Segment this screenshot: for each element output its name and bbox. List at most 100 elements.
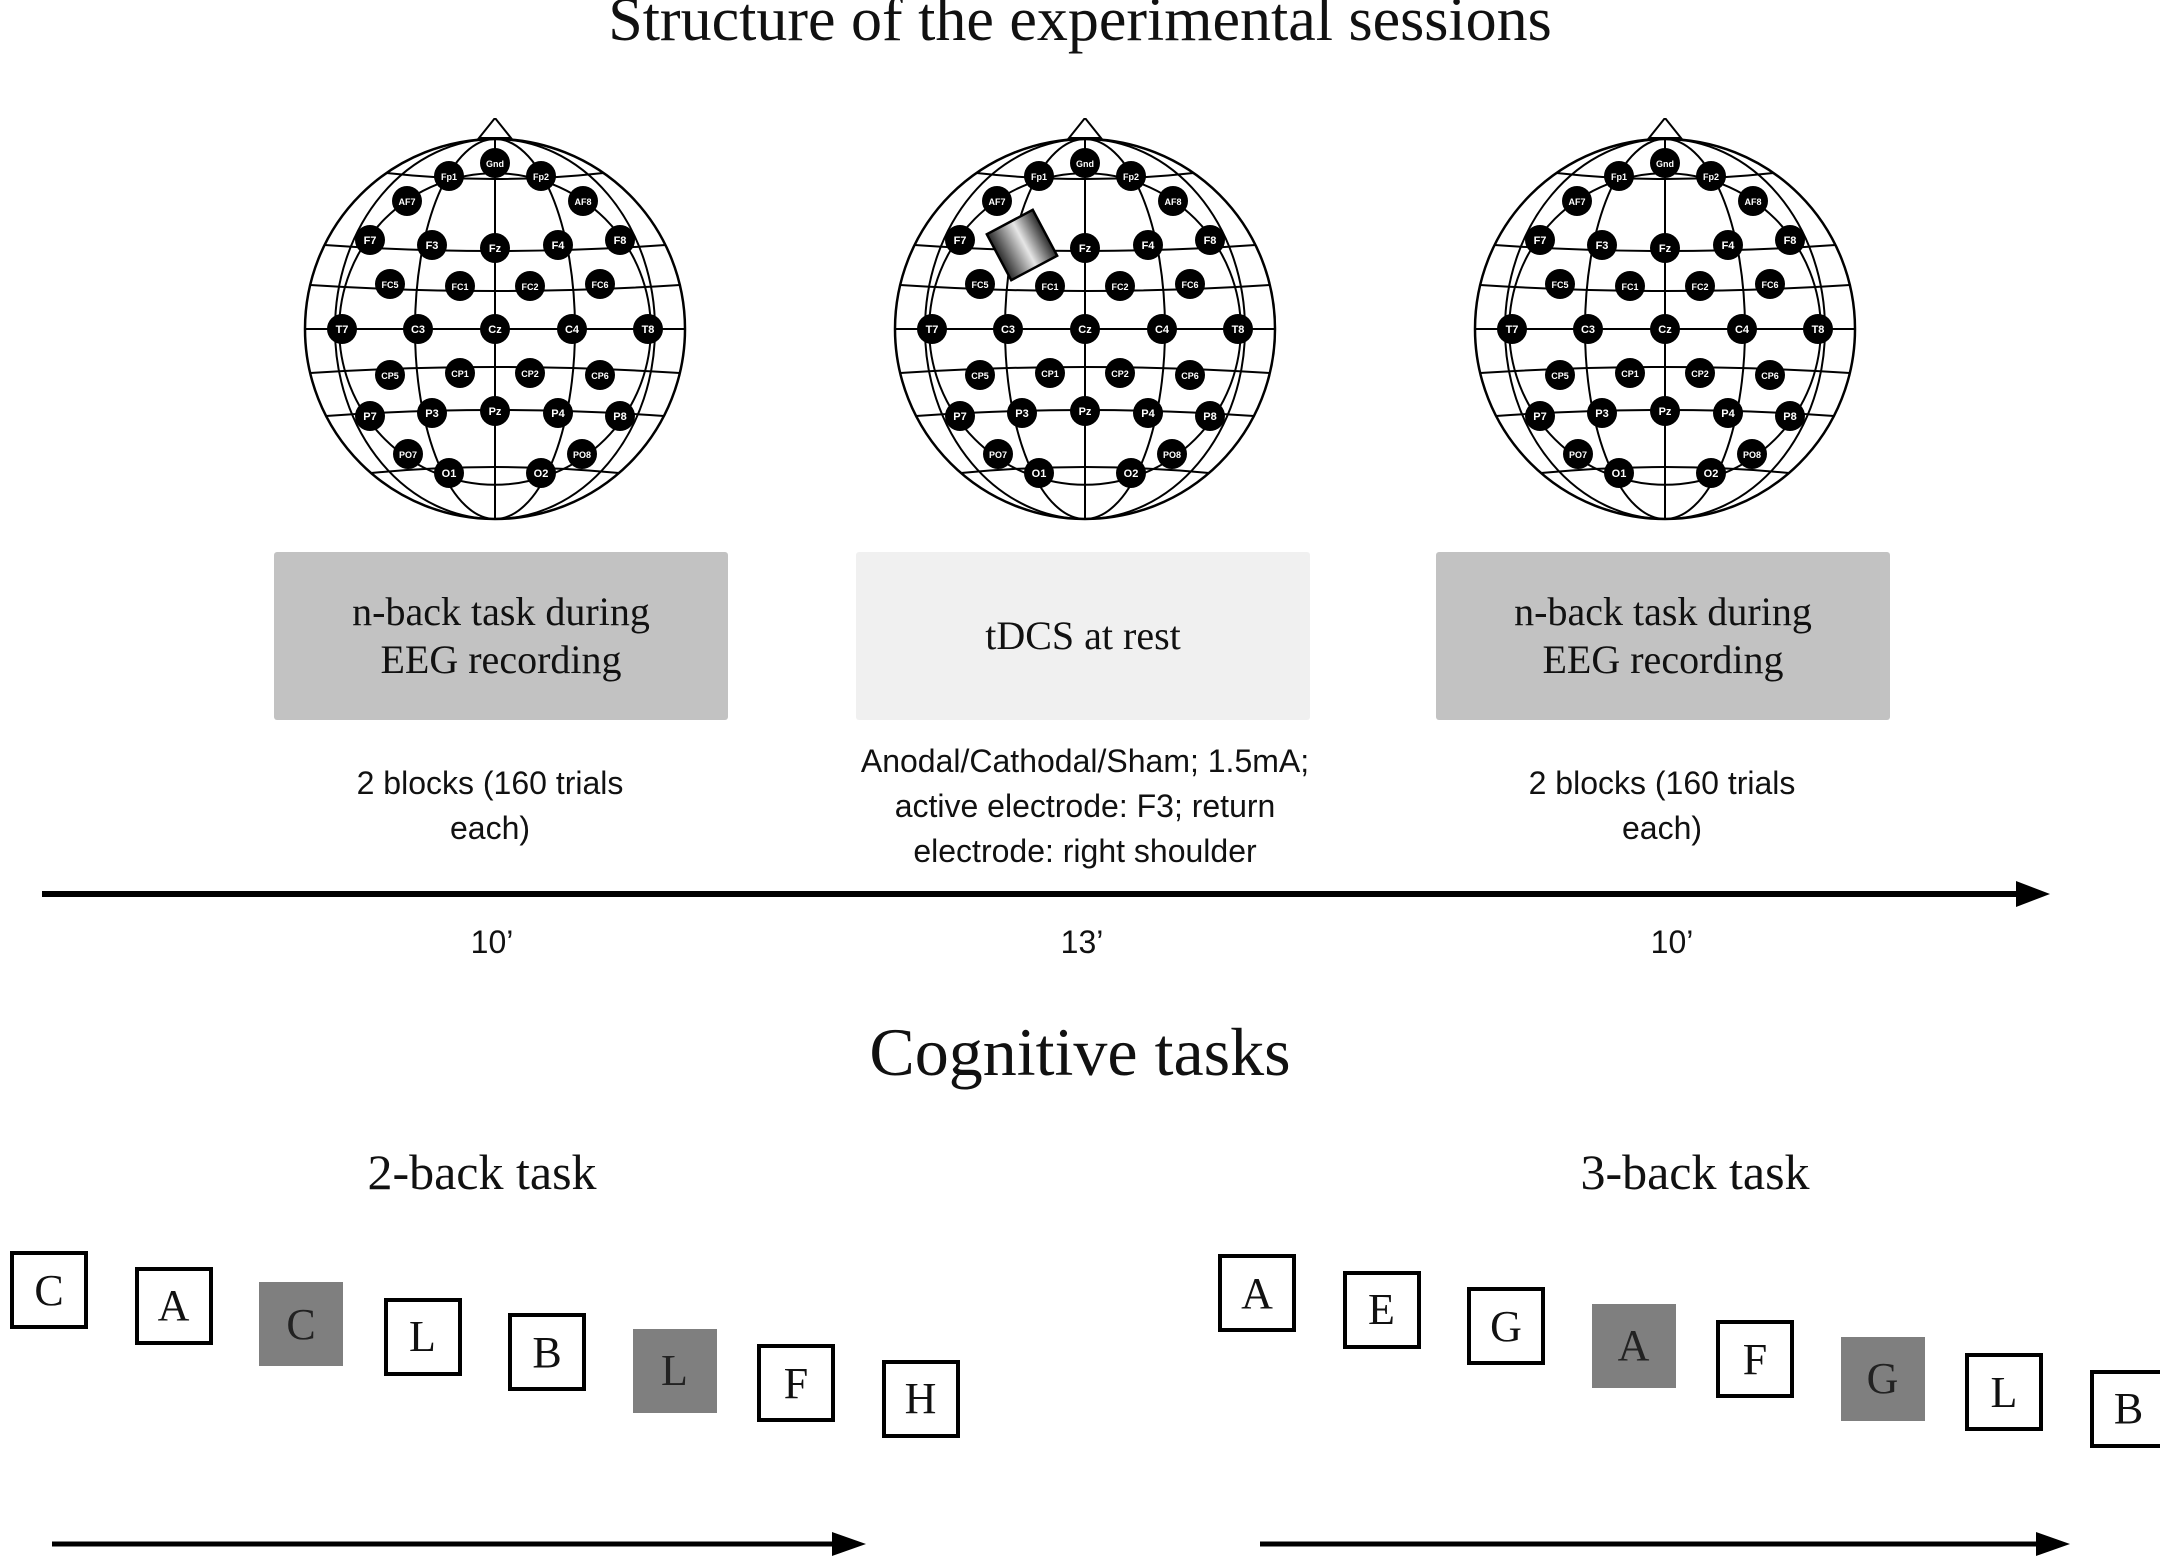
letter-box-3back: F [1716,1320,1794,1398]
electrode-label-cz: Cz [488,324,502,336]
electrode-label-cp6: CP6 [591,371,609,381]
electrode-label-c3: C3 [411,324,425,336]
head-map-2-tdcs: GndFp1Fp2AF7AF8F7F3FzF4F8FC5FC1FC2FC6T7C… [893,118,1277,521]
electrode-label-fc5: FC5 [971,280,988,290]
electrode-cp5 [1545,360,1575,390]
electrode-label-pz: Pz [1079,406,1092,418]
electrode-fp2 [1116,161,1146,191]
electrode-o1 [1024,458,1054,488]
electrode-label-t7: T7 [1506,324,1519,336]
electrode-pz [1650,396,1680,426]
electrode-label-fc2: FC2 [1691,282,1708,292]
electrode-label-fp1: Fp1 [441,172,457,182]
electrode-f4 [1133,230,1163,260]
electrode-label-fc2: FC2 [1111,282,1128,292]
electrode-p8 [1775,401,1805,431]
electrode-label-f4: F4 [1722,240,1736,252]
electrode-c3 [993,314,1023,344]
electrode-af7 [392,186,422,216]
electrode-f7 [1525,225,1555,255]
electrode-label-cp2: CP2 [1691,369,1709,379]
letter-box-2back: L [383,1297,462,1376]
letter-box-3back: A [1218,1254,1296,1332]
task-title-2back: 2-back task [367,1144,597,1200]
duration-post: 10’ [1650,924,1694,960]
duration-pre: 10’ [470,924,514,960]
electrode-cz [1650,314,1680,344]
electrode-cp6 [1755,360,1785,390]
electrode-label-fc1: FC1 [451,282,468,292]
electrode-c4 [1147,314,1177,344]
electrode-t7 [917,314,947,344]
electrode-label-p7: P7 [363,411,376,423]
electrode-label-o1: O1 [1612,468,1627,480]
electrode-label-gnd: Gnd [1076,159,1094,169]
electrode-p8 [605,401,635,431]
session-structure-title: Structure of the experimental sessions [608,0,1552,54]
electrode-label-p3: P3 [425,408,438,420]
electrode-label-f8: F8 [1204,235,1217,247]
electrode-label-o2: O2 [1704,468,1719,480]
letter-box-3back: G [1467,1287,1545,1365]
electrode-label-po7: PO7 [399,450,417,460]
electrode-label-fz: Fz [1079,243,1092,255]
electrode-af7 [982,186,1012,216]
electrode-f7 [355,225,385,255]
electrode-o1 [434,458,464,488]
electrode-label-cp2: CP2 [1111,369,1129,379]
electrode-label-af8: AF8 [1744,197,1761,207]
phase-box-tdcs: tDCS at rest [856,552,1310,720]
electrode-fc1 [445,271,475,301]
electrode-label-cz: Cz [1658,324,1672,336]
electrode-label-af7: AF7 [398,197,415,207]
letter-box-2back: F [757,1344,835,1422]
electrode-label-fc6: FC6 [591,280,608,290]
electrode-fp1 [1604,161,1634,191]
electrode-c4 [557,314,587,344]
electrode-label-f7: F7 [1534,235,1547,247]
electrode-o1 [1604,458,1634,488]
task-arrow-2back [52,1532,866,1556]
cognitive-tasks-title: Cognitive tasks [869,1014,1291,1090]
electrode-po7 [393,439,423,469]
electrode-fc1 [1035,271,1065,301]
electrode-po7 [1563,439,1593,469]
target-letter-box-3back: G [1840,1336,1925,1421]
phase-note-tdcs: Anodal/Cathodal/Sham; 1.5mA; active elec… [860,743,1310,869]
electrode-label-o1: O1 [1032,468,1047,480]
electrode-f8 [1195,225,1225,255]
electrode-p3 [1007,398,1037,428]
electrode-label-p7: P7 [953,411,966,423]
electrode-label-af8: AF8 [1164,197,1181,207]
phase-box-pre-eeg: n-back task during EEG recording [274,552,728,720]
electrode-pz [1070,396,1100,426]
electrode-label-o1: O1 [442,468,457,480]
electrode-label-p4: P4 [1141,408,1155,420]
electrode-p3 [417,398,447,428]
electrode-label-pz: Pz [1659,406,1672,418]
electrode-label-c4: C4 [1155,324,1170,336]
electrode-fc5 [375,269,405,299]
electrode-p4 [1133,398,1163,428]
electrode-fc5 [965,269,995,299]
electrode-label-po7: PO7 [1569,450,1587,460]
electrode-gnd [1650,148,1680,178]
electrode-t8 [633,314,663,344]
electrode-cp2 [1105,358,1135,388]
electrode-p7 [945,401,975,431]
electrode-label-cz: Cz [1078,324,1092,336]
electrode-t8 [1223,314,1253,344]
electrode-label-cp6: CP6 [1181,371,1199,381]
electrode-label-f3: F3 [426,240,439,252]
electrode-label-p8: P8 [1203,411,1216,423]
target-letter-box-2back: L [632,1328,717,1413]
electrode-label-po8: PO8 [1163,450,1181,460]
electrode-fz [1070,233,1100,263]
electrode-label-fp1: Fp1 [1031,172,1047,182]
electrode-p4 [1713,398,1743,428]
letter-box-3back: L [1965,1353,2043,1431]
electrode-p3 [1587,398,1617,428]
electrode-fc2 [515,271,545,301]
electrode-label-po7: PO7 [989,450,1007,460]
